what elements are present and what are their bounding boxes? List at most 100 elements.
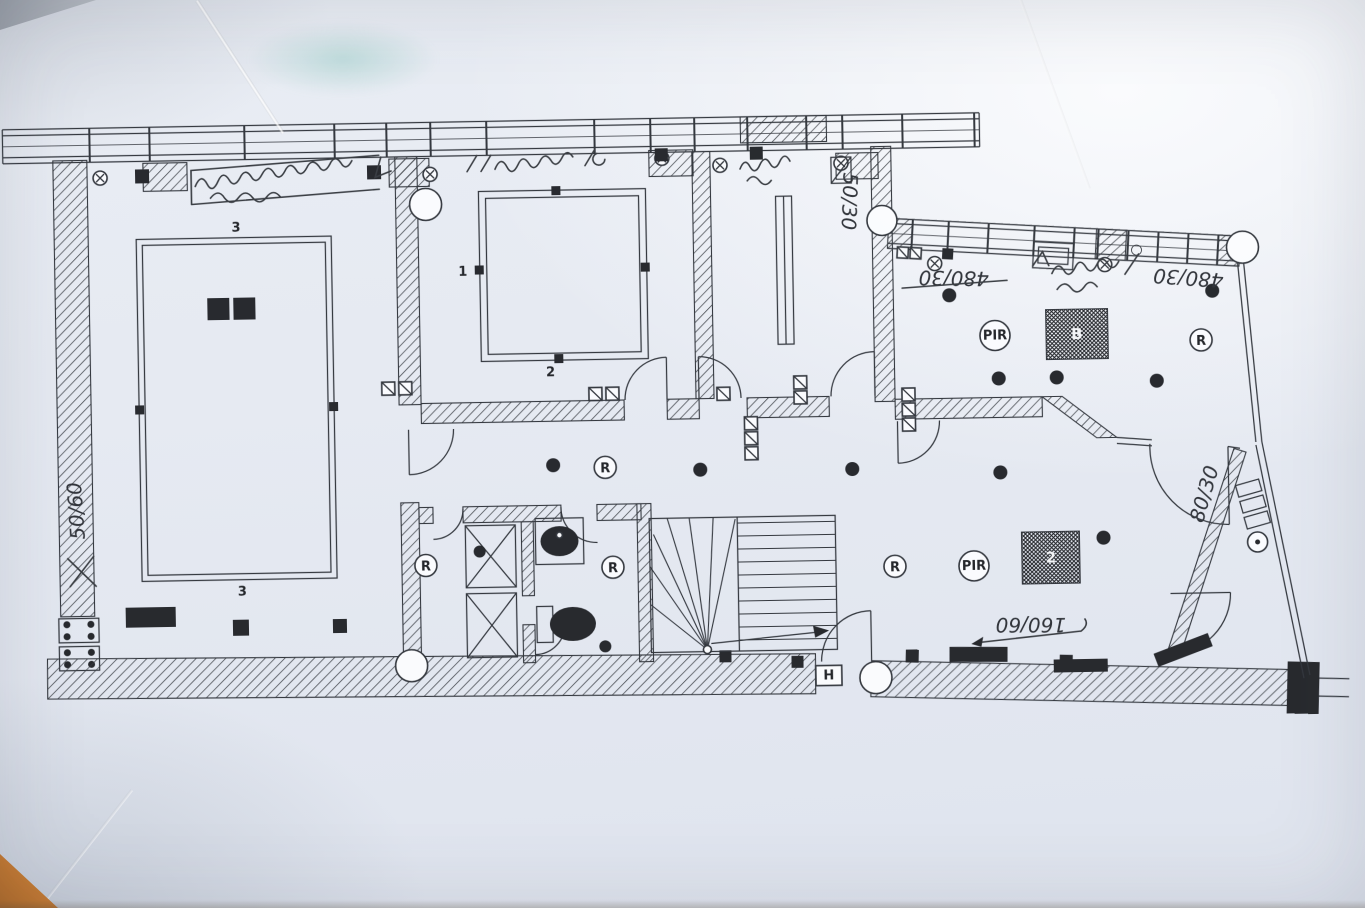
ceiling-light: [1096, 530, 1111, 545]
window-mark: 2: [546, 365, 555, 380]
bottom-exterior-wall: [46, 650, 817, 700]
pir-sensor: PIR: [979, 319, 1011, 352]
outlet-symbol: [833, 155, 849, 171]
smoke-detectors: R R R R R: [414, 328, 1213, 580]
door-arc: [624, 356, 667, 400]
window-mark: 1: [458, 265, 467, 280]
interior-walls: [394, 145, 1241, 666]
radiator-room3: [774, 195, 795, 345]
outlet-symbol: [92, 170, 108, 186]
ceiling-light: [845, 462, 860, 477]
window-mark: 3: [238, 585, 247, 600]
detector-r: R: [1189, 328, 1213, 352]
door-tag-box: [814, 664, 843, 687]
wall-pier: [739, 114, 828, 144]
shaft-b-label: B: [1071, 325, 1083, 343]
pir-label: PIR: [962, 559, 987, 574]
ceiling-light: [1149, 373, 1164, 388]
detector-r: R: [593, 455, 618, 480]
column: [1225, 230, 1260, 264]
dimension-annotation: 50/60: [62, 481, 90, 540]
handwritten-scribble: [190, 154, 392, 206]
left-exterior-wall: 50/60: [52, 159, 101, 672]
handwritten-x-mark: [66, 555, 98, 588]
door-swings: [407, 351, 1232, 656]
outlet-symbol: [1096, 256, 1113, 273]
handwritten-scribble: [739, 155, 852, 186]
spiral-staircase: [648, 514, 839, 655]
ceiling-light: [546, 458, 561, 473]
door-tag: H: [823, 668, 834, 683]
door-arc: [1149, 443, 1230, 526]
ceiling-light: [473, 545, 486, 558]
bed-symbol-middle-room: 1 2: [458, 186, 650, 380]
handwritten-dimension-bottom: 160/60: [971, 613, 1088, 647]
vent-shaft-inner: [1037, 246, 1070, 266]
entrance-door: H: [814, 610, 873, 687]
winder-treads: [649, 517, 736, 651]
door-arc: [698, 356, 742, 398]
radiator-symbol: [1243, 510, 1272, 530]
ceiling-lights: [473, 283, 1220, 653]
column: [866, 204, 898, 237]
detector-label: R: [600, 461, 610, 476]
shaft-b: B: [1045, 308, 1109, 361]
pir-label: PIR: [983, 328, 1008, 343]
detector-r: R: [883, 554, 907, 579]
dimension-annotation: 50/30: [837, 172, 863, 230]
newel-post: [702, 644, 713, 655]
switch-boxes: [896, 245, 954, 260]
bathroom: [464, 517, 596, 659]
wall-outlets: [92, 150, 1113, 273]
door-arc: [433, 508, 464, 540]
handwritten-annotations: 50/30 480/30 480/30 160/60: [190, 148, 1224, 647]
outlet-symbol: [422, 166, 438, 183]
ceiling-light: [991, 371, 1006, 386]
ceiling-light: [1049, 370, 1064, 385]
window-mark: 3: [231, 221, 240, 236]
detector-label: R: [1196, 334, 1206, 349]
detector-label: R: [421, 559, 431, 574]
bottom-exterior-wall-right: [870, 649, 1350, 715]
ceiling-light: [942, 288, 957, 303]
bed-symbol-left-room: 3 3: [135, 221, 339, 600]
ceiling-light: [993, 465, 1008, 480]
wall-pier: [1094, 228, 1128, 261]
right-exterior-wall: 80/30: [1166, 252, 1311, 679]
ceiling-light: [1205, 283, 1220, 298]
detector-label: R: [890, 560, 900, 575]
detector-label: R: [608, 561, 618, 576]
walk-line-arrow: [813, 625, 830, 638]
ceiling-light: [599, 640, 612, 653]
door-arc: [830, 351, 875, 397]
sink-symbol: [534, 517, 585, 566]
column: [859, 660, 893, 695]
dimension-annotation: 160/60: [996, 613, 1066, 637]
handwritten-scribble: [1031, 244, 1142, 293]
outlet-symbol: [926, 255, 943, 272]
furniture-and-boxes: [125, 146, 1213, 673]
toilet-symbol: [536, 605, 596, 644]
detector-r: R: [601, 555, 625, 580]
radiator-symbol: [1238, 494, 1267, 514]
column: [394, 648, 429, 683]
ceiling-light: [693, 462, 708, 477]
walk-line: [711, 630, 824, 645]
wall-pier: [142, 162, 188, 192]
plan-sheet: 50/60: [1, 112, 1350, 715]
structural-columns: [394, 187, 1260, 695]
duct-shaft: [464, 524, 517, 589]
table-symbol: [58, 617, 100, 644]
pir-sensor: PIR: [958, 550, 990, 582]
door-arc: [898, 420, 941, 464]
switch-boxes: [380, 374, 917, 461]
door-arc: [409, 428, 455, 476]
vent-shaft: [1031, 241, 1075, 271]
stair-treads: [737, 520, 838, 641]
column: [408, 187, 443, 222]
shaft-2: 2: [1020, 530, 1081, 585]
outlet-symbol: [712, 157, 728, 174]
dimension-annotation: 480/30: [918, 266, 989, 291]
